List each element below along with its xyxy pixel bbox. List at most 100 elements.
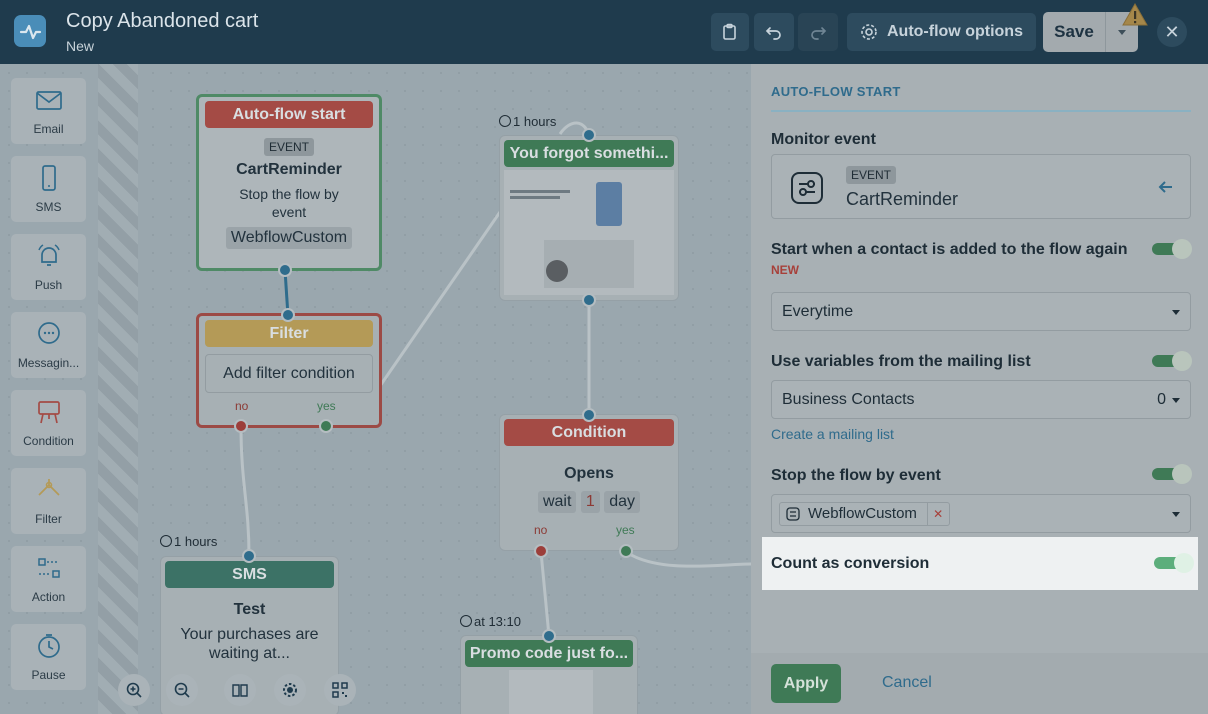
gear-icon <box>283 683 297 697</box>
app-logo-icon[interactable] <box>14 15 46 47</box>
autoflow-options-label: Auto-flow options <box>887 23 1023 40</box>
variables-label: Use variables from the mailing list <box>771 353 1031 370</box>
node-start-event: CartReminder <box>236 161 342 178</box>
tool-pause[interactable]: Pause <box>11 624 86 690</box>
clipboard-button[interactable] <box>711 13 749 51</box>
undo-button[interactable] <box>754 13 794 51</box>
tool-action-label: Action <box>31 590 66 604</box>
monitor-event-label: Monitor event <box>771 131 876 148</box>
gear-icon <box>861 24 877 40</box>
stop-flow-label: Stop the flow by event <box>771 467 941 484</box>
connector-dot[interactable] <box>278 263 292 277</box>
panel-divider <box>771 110 1191 112</box>
node-start-body: EVENT CartReminder Stop the flow by even… <box>199 138 379 249</box>
node-condition[interactable]: Condition Opens wait 1 day no yes <box>499 414 679 551</box>
mailing-list-select[interactable]: Business Contacts 0 <box>771 380 1191 419</box>
tool-email[interactable]: Email <box>11 78 86 144</box>
connector-dot[interactable] <box>281 308 295 322</box>
tool-condition[interactable]: Condition <box>11 390 86 456</box>
clipboard-icon <box>723 23 736 40</box>
clock-icon <box>160 535 172 547</box>
chevron-down-icon <box>1118 30 1126 35</box>
connector-dot-yes[interactable] <box>619 544 633 558</box>
connector-dot[interactable] <box>582 128 596 142</box>
event-settings-icon <box>786 507 800 521</box>
clock-icon <box>460 615 472 627</box>
monitor-event-badge: EVENT <box>846 166 897 184</box>
new-badge: NEW <box>771 263 799 277</box>
connector-dot[interactable] <box>582 408 596 422</box>
node-email-1[interactable]: You forgot somethi... <box>499 135 679 301</box>
flow-title: Copy Abandoned cart <box>66 10 259 32</box>
clock-icon <box>499 115 511 127</box>
connector-dot[interactable] <box>582 293 596 307</box>
cancel-button[interactable]: Cancel <box>882 674 932 691</box>
canvas-controls <box>110 668 362 712</box>
tool-filter-label: Filter <box>35 512 62 526</box>
redo-icon <box>811 27 827 40</box>
node-promo[interactable]: Promo code just fo... <box>460 635 638 714</box>
close-icon[interactable]: ✕ <box>1157 17 1187 47</box>
chevron-down-icon <box>1172 512 1180 517</box>
node-sms-timer: 1 hours <box>160 534 217 549</box>
condition-metric: Opens <box>564 465 614 482</box>
node-promo-title: Promo code just fo... <box>465 640 633 667</box>
chat-icon <box>37 322 60 344</box>
readd-toggle[interactable] <box>1152 239 1192 259</box>
qr-button[interactable] <box>324 674 356 706</box>
arrow-left-icon[interactable] <box>1158 179 1174 195</box>
settings-panel: AUTO-FLOW START Monitor event EVENT Cart… <box>751 64 1208 714</box>
sms-text: Your purchases are waiting at... <box>180 626 319 662</box>
stop-flow-toggle[interactable] <box>1152 464 1192 484</box>
clock-icon <box>37 634 60 658</box>
count-as-conversion-toggle[interactable] <box>1154 553 1194 573</box>
tool-action[interactable]: Action <box>11 546 86 612</box>
node-autoflow-start[interactable]: Auto-flow start EVENT CartReminder Stop … <box>196 94 382 271</box>
email-preview-thumbnail <box>504 170 674 295</box>
apply-button[interactable]: Apply <box>771 664 841 703</box>
autoflow-options-button[interactable]: Auto-flow options <box>847 13 1036 51</box>
connector-dot[interactable] <box>542 629 556 643</box>
flow-canvas[interactable]: Email SMS Push Messagin... Condition Fil… <box>0 64 751 714</box>
connector-dot-no[interactable] <box>534 544 548 558</box>
stop-event-select[interactable]: WebflowCustom ✕ <box>771 494 1191 533</box>
redo-button[interactable] <box>798 13 838 51</box>
tool-sms[interactable]: SMS <box>11 156 86 222</box>
tool-push[interactable]: Push <box>11 234 86 300</box>
chevron-down-icon <box>1172 310 1180 315</box>
readd-value: Everytime <box>782 303 854 320</box>
variables-toggle[interactable] <box>1152 351 1192 371</box>
add-filter-condition-button[interactable]: Add filter condition <box>205 354 373 393</box>
toolbox-divider <box>98 64 138 714</box>
chevron-down-icon <box>1172 398 1180 403</box>
node-email-title: You forgot somethi... <box>504 140 674 167</box>
monitor-event-field[interactable]: EVENT CartReminder <box>771 154 1191 219</box>
node-promo-timer: at 13:10 <box>460 614 521 629</box>
node-condition-title: Condition <box>504 419 674 446</box>
create-mailing-list-link[interactable]: Create a mailing list <box>771 426 894 442</box>
readd-select[interactable]: Everytime <box>771 292 1191 331</box>
guide-button[interactable] <box>224 674 256 706</box>
node-start-desc: Stop the flow by event <box>239 186 339 220</box>
timer-text: 1 hours <box>513 114 557 129</box>
zoom-in-button[interactable] <box>118 674 150 706</box>
panel-footer: Apply Cancel <box>751 653 1208 714</box>
condition-icon <box>37 401 60 424</box>
filter-no-label: no <box>235 399 249 413</box>
settings-button[interactable] <box>274 674 306 706</box>
connector-dot-no[interactable] <box>234 419 248 433</box>
count-as-conversion-row: Count as conversion <box>762 537 1198 590</box>
tool-filter[interactable]: Filter <box>11 468 86 534</box>
connector-dot[interactable] <box>242 549 256 563</box>
connector-dot-yes[interactable] <box>319 419 333 433</box>
zoom-out-button[interactable] <box>166 674 198 706</box>
readd-label: Start when a contact is added to the flo… <box>771 241 1128 258</box>
node-email-timer: 1 hours <box>499 114 556 129</box>
save-button[interactable]: Save <box>1043 12 1138 52</box>
node-filter[interactable]: Filter Add filter condition no yes <box>196 313 382 428</box>
tool-messaging[interactable]: Messagin... <box>11 312 86 378</box>
node-filter-title: Filter <box>205 320 373 347</box>
remove-chip-icon[interactable]: ✕ <box>927 503 943 525</box>
save-options-dropdown[interactable] <box>1105 12 1138 52</box>
warning-icon[interactable] <box>1121 2 1149 28</box>
